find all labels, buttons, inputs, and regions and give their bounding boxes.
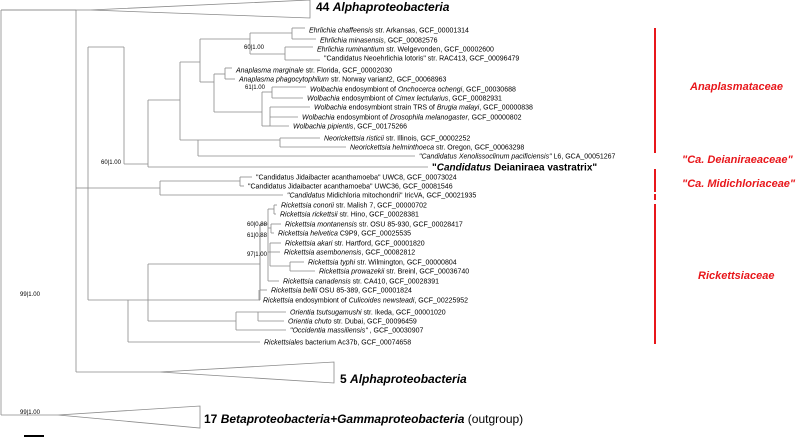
support-value: 99|1.00: [20, 410, 41, 416]
support-value: 60|0.88: [247, 222, 268, 228]
family-label-rickettsiaceae: Rickettsiaceae: [698, 270, 774, 282]
leaf-a_marg: Anaplasma marginale str. Florida, GCF_00…: [235, 68, 392, 75]
leaf-r_bellii: Rickettsia bellii OSU 85-389, GCF_000018…: [271, 288, 412, 295]
collapsed-clade-wedge-top: [89, 0, 311, 19]
leaf-xeno: "Candidatus Xenolissoclinum pacificiensi…: [419, 154, 616, 161]
leaf-r_canad: Rickettsia canadensis str. CA410, GCF_00…: [283, 279, 439, 286]
leaf-e_chaff: Ehrlichia chaffeensis str. Arkansas, GCF…: [309, 28, 469, 35]
support-values: 60|1.00 61|1.00 60|1.00 60|0.88 61|0.88 97|1.…: [20, 45, 268, 416]
leaf-n_helm: Neorickettsia helminthoeca str. Oregon, …: [350, 145, 524, 152]
leaf-r_asemb: Rickettsia asembonensis, GCF_00082812: [284, 250, 415, 257]
leaf-r_con: Rickettsia conorii str. Malish 7, GCF_00…: [281, 203, 427, 210]
tree-branches: [0, 9, 428, 416]
leaf-o_tsu: Orientia tsutsugamushi str. Ikeda, GCF_0…: [290, 310, 446, 317]
leaf-w_cimex: Wolbachia endosymbiont of Cimex lectular…: [307, 96, 502, 103]
collapsed-clade-wedge-outgroup: [57, 405, 201, 429]
leaf-r_typhi: Rickettsia typhi str. Wilmington, GCF_00…: [308, 260, 457, 267]
family-label-midichloriaceae: "Ca. Midichloriaceae": [682, 178, 796, 190]
family-label-deianiraeaceae: "Ca. Deianiraeaceae": [682, 154, 794, 166]
leaf-deian: "Candidatus Deianiraea vastratrix": [432, 163, 597, 174]
support-value: 99|1.00: [20, 292, 41, 298]
support-value: 97|1.00: [247, 252, 268, 258]
support-value: 60|1.00: [101, 160, 122, 166]
leaf-r_helv: Rickettsia helvetica C9P9, GCF_00025535: [278, 231, 411, 238]
collapsed-label-mid: 5 Alphaproteobacteria: [340, 372, 467, 386]
leaf-w_onch: Wolbachia endosymbiont of Onchocerca och…: [310, 87, 516, 94]
leaf-r_mont: Rickettsia montanensis str. OSU 85-930, …: [285, 222, 463, 229]
support-value: 61|1.00: [245, 85, 266, 91]
leaf-neoehr: "Candidatus Neoehrlichia lotoris" str. R…: [324, 56, 519, 63]
leaf-r_prow: Rickettsia prowazekii str. Breinl, GCF_0…: [319, 269, 469, 276]
leaf-jid8: "Candidatus Jidaibacter acanthamoeba" UW…: [256, 175, 457, 182]
support-value: 61|0.88: [247, 233, 268, 239]
collapsed-label-top: 44 Alphaproteobacteria: [316, 0, 450, 14]
leaf-midich: "Candidatus Midichloria mitochondrii" Ir…: [287, 193, 476, 200]
leaf-w_brugia: Wolbachia endosymbiont strain TRS of Bru…: [314, 105, 533, 112]
leaf-r_rick: Rickettsia rickettsii str. Hino, GCF_000…: [280, 212, 419, 219]
leaf-r_culic: Rickettsia endosymbiont of Culicoides ne…: [263, 298, 468, 305]
collapsed-clade-wedge-mid: [159, 361, 335, 384]
leaf-o_chuto: Orientia chuto str. Dubai, GCF_00096459: [288, 319, 417, 326]
leaf-n_ris: Neorickettsia risticii str. Illinois, GC…: [324, 136, 470, 143]
leaf-labels: Ehrlichia chaffeensis str. Arkansas, GCF…: [235, 28, 616, 347]
leaf-e_mina: Ehrlichia minasensis, GCF_00082576: [320, 38, 438, 45]
leaf-ricket_ac: Rickettsiales bacterium Ac37b, GCF_00074…: [264, 340, 411, 347]
support-value: 60|1.00: [244, 45, 265, 51]
leaf-occid: "Occidentia massiliensis" , GCF_00030907: [290, 328, 423, 335]
leaf-a_phag: Anaplasma phagocytophilum str. Norway va…: [238, 77, 447, 84]
family-label-anaplasmataceae: Anaplasmataceae: [689, 81, 783, 93]
leaf-r_akari: Rickettsia akari str. Hartford, GCF_0000…: [285, 241, 425, 248]
leaf-w_dros: Wolbachia endosymbiont of Drosophila mel…: [302, 115, 522, 122]
collapsed-clade-wedges: [57, 0, 335, 429]
leaf-w_pip: Wolbachia pipientis, GCF_00175266: [293, 124, 407, 131]
leaf-e_rum: Ehrlichia ruminantium str. Welgevonden, …: [317, 47, 494, 54]
leaf-jid36: "Candidatus Jidaibacter acanthamoeba" UW…: [248, 184, 453, 191]
family-labels: Anaplasmataceae "Ca. Deianiraeaceae" "Ca. …: [682, 81, 796, 282]
collapsed-label-outgroup: 17 Betaproteobacteria+Gammaproteobacteri…: [204, 412, 523, 426]
